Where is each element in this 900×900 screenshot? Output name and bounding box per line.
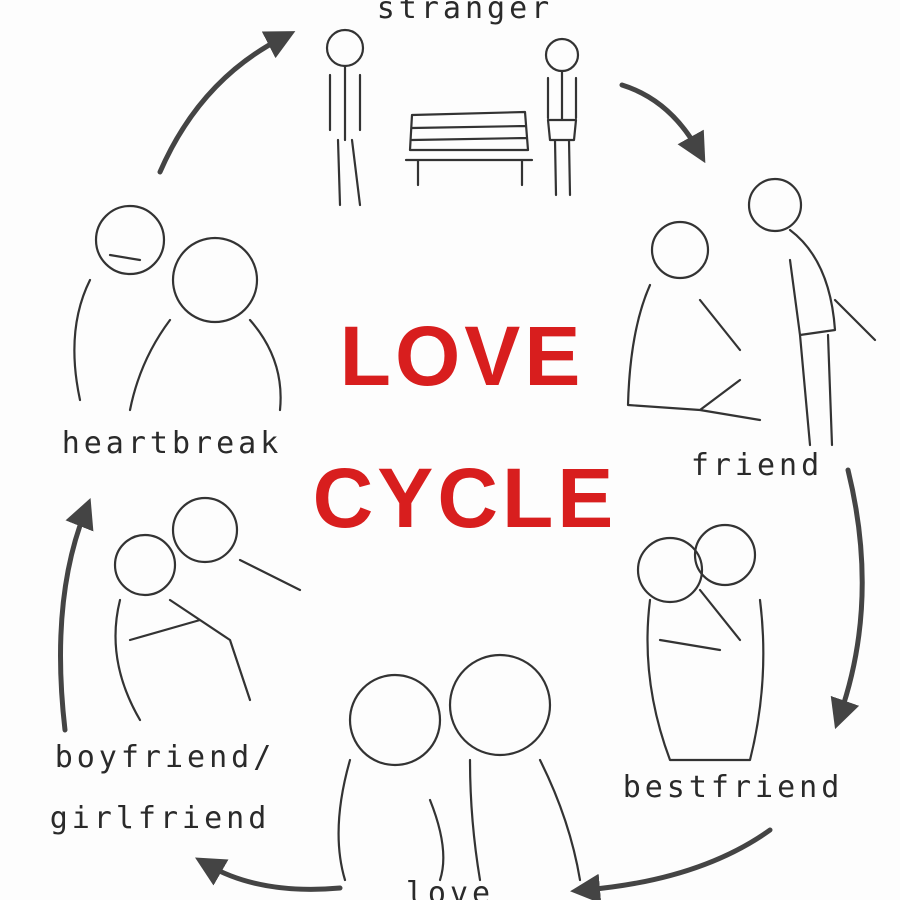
label-friend: friend <box>691 448 823 483</box>
friend-illustration <box>626 177 877 447</box>
title-love: LOVE <box>340 309 585 403</box>
label-girlfriend: girlfriend <box>50 801 271 836</box>
love-illustration <box>337 653 582 882</box>
label-boyfriend: boyfriend/ <box>55 740 276 775</box>
title-cycle: CYCLE <box>313 451 618 545</box>
label-heartbreak: heartbreak <box>62 426 283 461</box>
bestfriend-illustration <box>636 523 765 762</box>
arrow-friend-to-bestfriend <box>830 467 865 730</box>
arrow-heartbreak-to-stranger <box>157 31 296 175</box>
label-bestfriend: bestfriend <box>623 770 844 805</box>
arrow-boyfriend-to-heartbreak <box>58 498 94 733</box>
label-stranger: stranger <box>377 0 554 26</box>
arrow-stranger-to-friend <box>619 82 706 164</box>
arrow-bestfriend-to-love <box>570 827 773 900</box>
boyfriend-girlfriend-illustration <box>113 496 302 722</box>
label-love: love <box>406 876 494 900</box>
arrow-love-to-boyfriend <box>195 857 343 892</box>
heartbreak-illustration <box>73 204 282 412</box>
stranger-illustration <box>325 28 580 207</box>
